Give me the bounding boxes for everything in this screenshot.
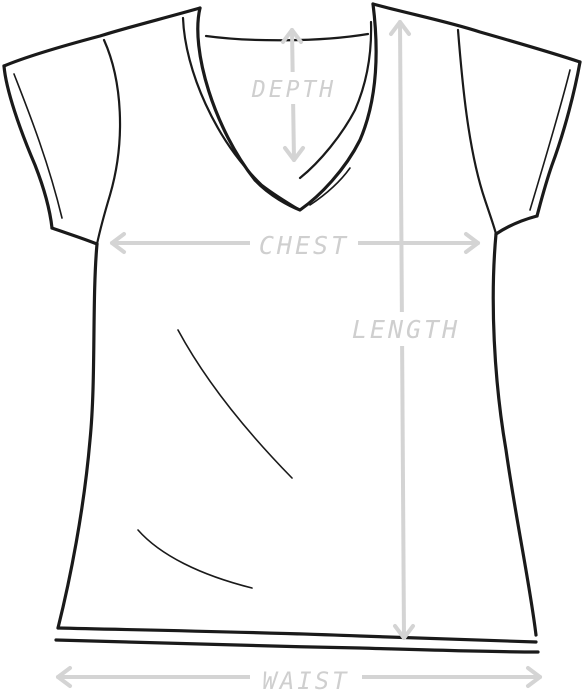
- waist-arrowhead-right: [526, 666, 542, 688]
- length-arrowhead-top: [389, 20, 411, 36]
- length-arrowhead-bottom: [393, 624, 415, 640]
- chest-arrowhead-left: [110, 232, 126, 254]
- fold-line-lower: [137, 529, 253, 589]
- right-sleeve-outer: [535, 60, 582, 218]
- length-label: LENGTH: [352, 315, 460, 344]
- bottom-hem-lower: [54, 638, 540, 654]
- chest-measurement: CHEST: [110, 228, 480, 260]
- right-sleeve-seam: [529, 69, 571, 211]
- right-shoulder-line: [371, 2, 582, 64]
- neckline-inner-right: [298, 20, 373, 180]
- left-sleeve-hem: [50, 226, 99, 246]
- depth-measurement: DEPTH: [244, 28, 344, 162]
- right-side-seam: [491, 232, 538, 637]
- depth-arrowhead-bottom: [283, 146, 305, 162]
- neck-rib-right: [309, 167, 351, 206]
- length-measurement: LENGTH: [342, 20, 470, 640]
- right-armhole-seam: [456, 28, 498, 236]
- depth-arrowhead-top: [281, 28, 303, 44]
- neckline-inner: [181, 16, 302, 212]
- waist-arrowhead-left: [56, 666, 72, 688]
- waist-measurement: WAIST: [56, 664, 542, 693]
- fold-line-upper: [177, 329, 293, 479]
- depth-label: DEPTH: [251, 77, 336, 103]
- chest-arrowhead-right: [464, 232, 480, 254]
- bottom-hem: [56, 626, 538, 644]
- left-sleeve-outer: [2, 64, 54, 230]
- left-sleeve-seam: [13, 73, 63, 219]
- chest-label: CHEST: [259, 231, 349, 260]
- right-sleeve-hem: [494, 214, 539, 236]
- left-side-seam: [56, 242, 99, 630]
- waist-label: WAIST: [262, 667, 349, 693]
- left-armhole-seam: [95, 38, 122, 246]
- left-shoulder-line: [2, 6, 202, 68]
